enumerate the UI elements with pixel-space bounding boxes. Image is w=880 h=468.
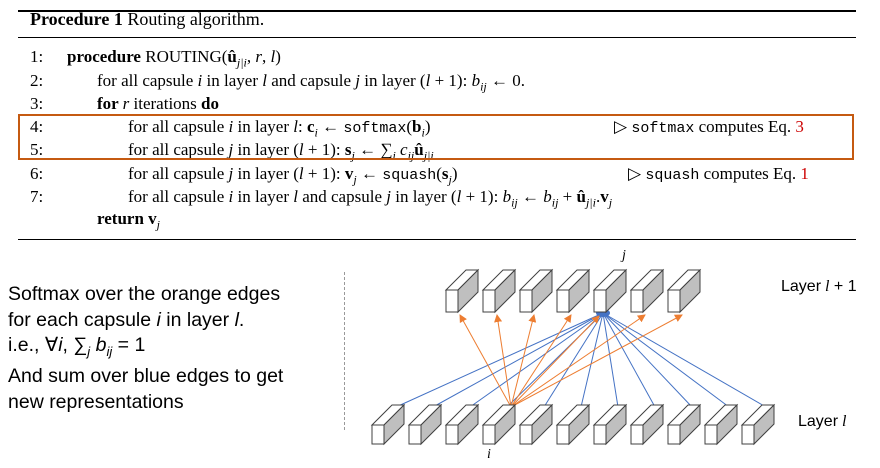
lower-capsule [407,403,443,446]
orange-edge [510,315,600,408]
orange-edge [510,314,537,408]
upper-capsule [444,268,480,314]
explanation-line-3: i.e., ∀i, ∑j bij = 1 [8,334,146,359]
lower-capsule [740,403,776,446]
lower-capsule [444,403,480,446]
orange-edge [494,314,512,408]
blue-edge [602,312,693,408]
blue-edge [580,312,604,408]
upper-capsule [481,268,517,314]
line-code: for all capsule i in layer l: ci ← softm… [128,117,431,140]
lower-capsule [481,403,517,446]
blue-edge [602,312,730,408]
orange-edge [459,314,512,408]
line-number: 4: [30,117,44,136]
explanation-line-4: And sum over blue edges to get [8,365,284,388]
lower-capsule [629,403,665,446]
explanation-line-2: for each capsule i in layer l. [8,308,245,331]
line-code: for all capsule j in layer (l + 1): vj ←… [128,164,458,187]
blue-edge [602,312,619,408]
lower-capsule [555,403,591,446]
bottom-rule [18,239,856,240]
title-rule [18,37,856,38]
line-code: for all capsule i in layer l and capsule… [128,187,613,210]
upper-capsule-layer [444,268,702,314]
blue-edge [602,312,656,408]
line-code: for all capsule j in layer (l + 1): sj ←… [128,140,434,163]
upper-capsule [629,268,665,314]
upper-capsule [666,268,702,314]
lower-capsule-layer [370,403,776,446]
explanation-line-1: Softmax over the orange edges [8,283,281,305]
procedure-title: Procedure 1 Routing algorithm. [30,9,265,29]
orange-edge [510,314,572,408]
lower-capsule [703,403,739,446]
orange-edges [459,314,683,408]
blue-edge [543,312,604,408]
orange-edge [510,314,646,408]
line-number: 7: [30,187,44,206]
upper-capsule [555,268,591,314]
upper-capsule [592,268,628,314]
line-code: return vj [97,209,160,232]
line-comment: ▷ squash computes Eq. 1 [628,164,809,184]
blue-edge [469,312,604,408]
line-code: for all capsule i in layer l and capsule… [97,71,525,94]
orange-edge [510,314,683,408]
line-number: 1: [30,47,44,66]
capsule-j-label: j [620,248,626,263]
explanation-text: Softmax over the orange edges for each c… [8,282,338,415]
blue-edge [432,312,604,408]
lower-capsule [370,403,406,446]
explanation-line-5: new representations [8,390,184,413]
blue-edge [395,312,604,408]
lower-capsule [666,403,702,446]
upper-layer-label: Layer l + 1 [781,278,857,295]
lower-capsule [592,403,628,446]
lower-layer-label: Layer l [798,413,847,430]
top-rule [18,10,856,12]
blue-edges [395,309,767,408]
line-code: for r iterations do [97,94,220,113]
line-number: 3: [30,94,44,113]
dashed-divider [344,272,345,430]
lower-capsule [518,403,554,446]
capsule-i-label: i [487,447,491,462]
line-comment: ▷ softmax computes Eq. 3 [614,117,804,137]
highlight-box [18,114,854,160]
blue-edge [602,312,767,408]
upper-capsule [518,268,554,314]
line-code: procedure ROUTING(ûj|i, r, l) [67,47,281,70]
line-number: 2: [30,71,44,90]
line-number: 6: [30,164,44,183]
line-number: 5: [30,140,44,159]
